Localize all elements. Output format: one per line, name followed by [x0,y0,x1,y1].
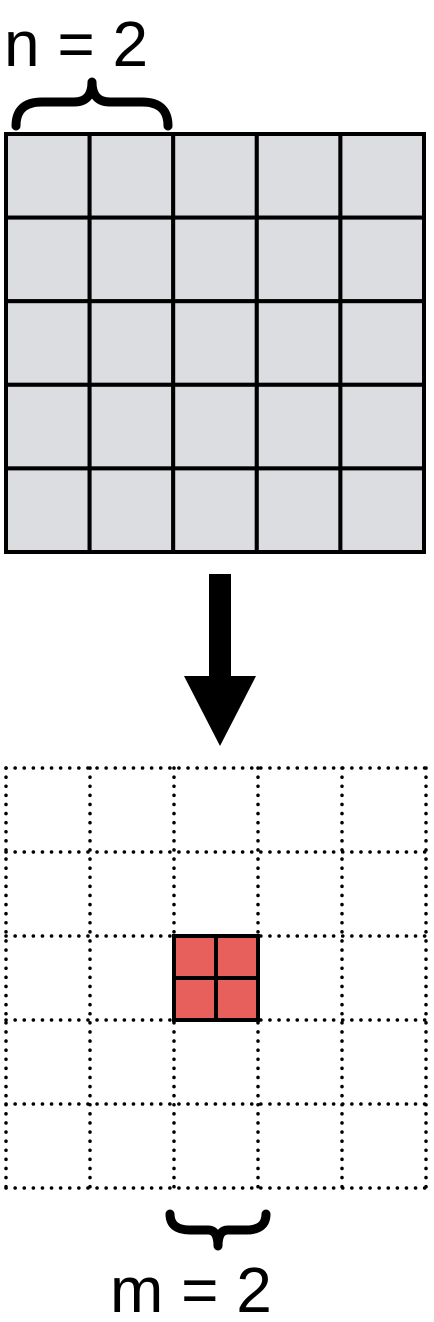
input-cell [4,466,92,554]
input-cell [338,382,426,471]
input-cell [338,132,426,220]
input-cell [87,215,176,304]
input-cell [87,132,176,220]
arrow-shaft [209,574,231,680]
arrow-head [184,676,256,746]
input-cell [338,215,426,304]
input-cell [4,132,92,220]
input-cell [254,299,343,387]
input-cell [87,382,176,471]
input-cell [171,215,259,304]
input-cell [171,299,259,387]
input-cell [338,466,426,554]
output-highlight-cell [172,934,260,1022]
down-arrow-icon [184,574,256,746]
bottom-label: m = 2 [110,1254,272,1322]
input-cell [171,382,259,471]
input-cell [171,466,259,554]
input-cell [4,299,92,387]
input-cell [254,466,343,554]
input-cell [254,215,343,304]
input-cell [171,132,259,220]
top-brace [11,77,173,131]
input-grid [4,132,426,554]
input-cell [4,382,92,471]
top-label: n = 2 [4,8,148,80]
input-cell [338,299,426,387]
bottom-brace [165,1209,271,1251]
input-cell [254,382,343,471]
input-cell [87,466,176,554]
input-cell [4,215,92,304]
input-cell [87,299,176,387]
input-cell [254,132,343,220]
